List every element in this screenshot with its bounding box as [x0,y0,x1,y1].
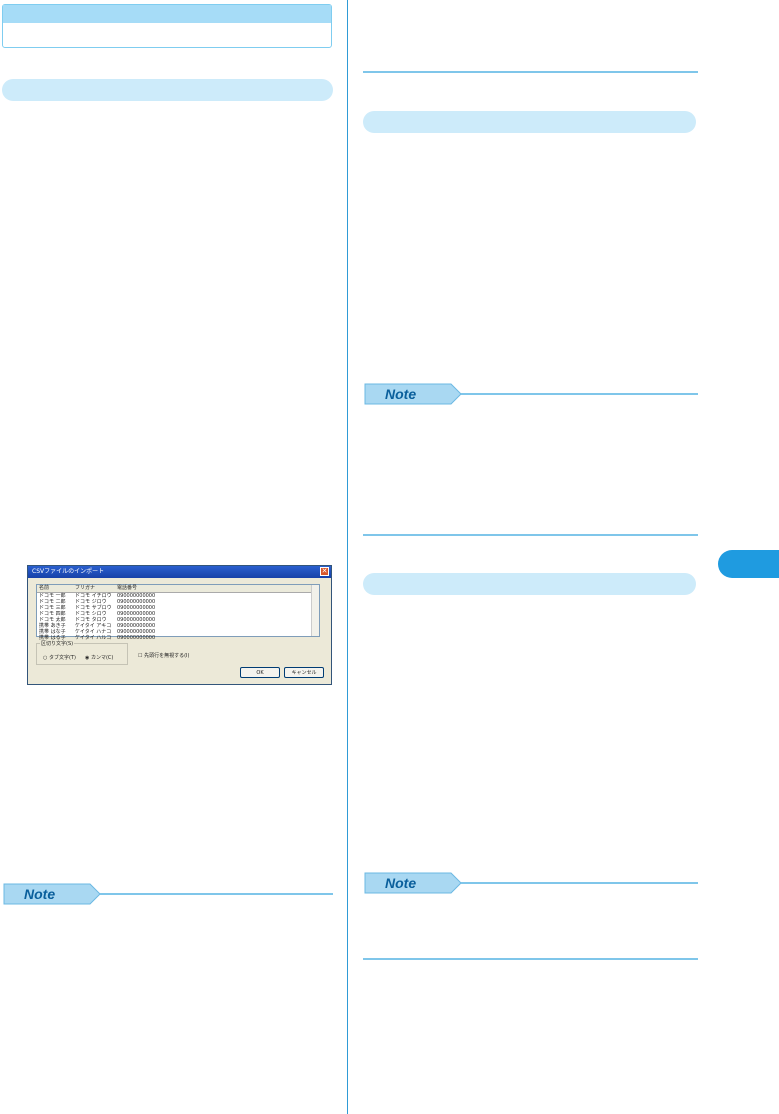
note-label: Note [24,886,55,902]
cell-kana: ケイタイ ハルコ [75,635,112,641]
cell-name: ドコモ 一郎 [39,593,66,599]
cell-kana: ケイタイ ハナコ [75,629,112,635]
cell-name: 携帯 あき子 [39,623,66,629]
note-label: Note [385,875,416,891]
note-tag-shape: Note [364,872,698,894]
close-icon[interactable]: ✕ [320,567,329,576]
cell-kana: ドコモ イチロウ [75,593,112,599]
list-item[interactable]: 携帯 はる子 ケイタイ ハルコ 090000000000 [37,635,319,641]
note-label: Note [385,386,416,402]
radio-comma[interactable]: ◉ カンマ(C) [85,655,114,661]
section-rule [363,534,698,536]
note-tag: Note [363,382,698,406]
cell-phone: 090000000000 [117,617,156,623]
column-header-kana[interactable]: フリガナ [75,585,96,591]
cell-kana: ドコモ シロウ [75,611,107,617]
list-item[interactable]: 携帯 はな子 ケイタイ ハナコ 090000000000 [37,629,319,635]
cell-kana: ドコモ タロウ [75,617,107,623]
list-item[interactable]: ドコモ 一郎 ドコモ イチロウ 090000000000 [37,593,319,599]
cell-phone: 090000000000 [117,623,156,629]
delimiter-group-label: 区切り文字(S) [40,640,75,647]
cell-name: 携帯 はる子 [39,635,66,641]
column-header-name[interactable]: 名前 [39,585,50,591]
note-tag: Note [2,882,333,906]
delimiter-group: 区切り文字(S) ○ タブ文字(T) ◉ カンマ(C) [36,640,128,665]
list-scrollbar[interactable] [311,585,319,636]
note-tag-shape: Note [3,883,333,905]
list-item[interactable]: ドコモ 太郎 ドコモ タロウ 090000000000 [37,617,319,623]
skip-first-row-label: 先頭行を無視する(I) [144,653,190,659]
cell-name: ドコモ 四郎 [39,611,66,617]
cell-phone: 090000000000 [117,599,156,605]
dialog-title: CSVファイルのインポート [32,568,105,575]
list-header: 名前 フリガナ 電話番号 [37,585,319,593]
skip-first-row-checkbox[interactable]: ☐ 先頭行を無視する(I) [138,653,190,659]
note-tag-shape: Note [364,383,698,405]
column-header-phone[interactable]: 電話番号 [117,585,138,591]
cell-name: ドコモ 太郎 [39,617,66,623]
list-rows: ドコモ 一郎 ドコモ イチロウ 090000000000 ドコモ 二郎 ドコモ ジロウ 0… [37,593,319,641]
radio-comma-label: カンマ(C) [90,655,114,661]
list-item[interactable]: 携帯 あき子 ケイタイ アキコ 090000000000 [37,623,319,629]
list-item[interactable]: ドコモ 二郎 ドコモ ジロウ 090000000000 [37,599,319,605]
cell-phone: 090000000000 [117,611,156,617]
dialog-titlebar: CSVファイルのインポート ✕ [28,566,331,578]
section-heading-bar [363,111,696,133]
section-title-box [2,4,332,48]
section-rule [363,958,698,960]
cell-phone: 090000000000 [117,593,156,599]
cancel-button[interactable]: キャンセル [284,667,324,678]
cell-phone: 090000000000 [117,635,156,641]
column-divider [347,0,348,1114]
cell-name: 携帯 はな子 [39,629,66,635]
section-heading-bar [2,79,333,101]
cell-phone: 090000000000 [117,605,156,611]
section-rule [363,71,698,73]
cell-name: ドコモ 三郎 [39,605,66,611]
list-item[interactable]: ドコモ 四郎 ドコモ シロウ 090000000000 [37,611,319,617]
ok-button[interactable]: OK [240,667,280,678]
note-tag: Note [363,871,698,895]
cell-phone: 090000000000 [117,629,156,635]
cell-kana: ケイタイ アキコ [75,623,112,629]
radio-tab-label: タブ文字(T) [48,655,76,661]
cell-name: ドコモ 二郎 [39,599,66,605]
title-band [3,5,331,23]
chapter-thumb-tab [718,550,779,578]
csv-import-dialog: CSVファイルのインポート ✕ 名前 フリガナ 電話番号 ドコモ 一郎 ドコモ イ… [27,565,332,685]
cell-kana: ドコモ サブロウ [75,605,112,611]
cell-kana: ドコモ ジロウ [75,599,107,605]
radio-tab[interactable]: ○ タブ文字(T) [43,655,76,661]
section-heading-bar [363,573,696,595]
list-item[interactable]: ドコモ 三郎 ドコモ サブロウ 090000000000 [37,605,319,611]
